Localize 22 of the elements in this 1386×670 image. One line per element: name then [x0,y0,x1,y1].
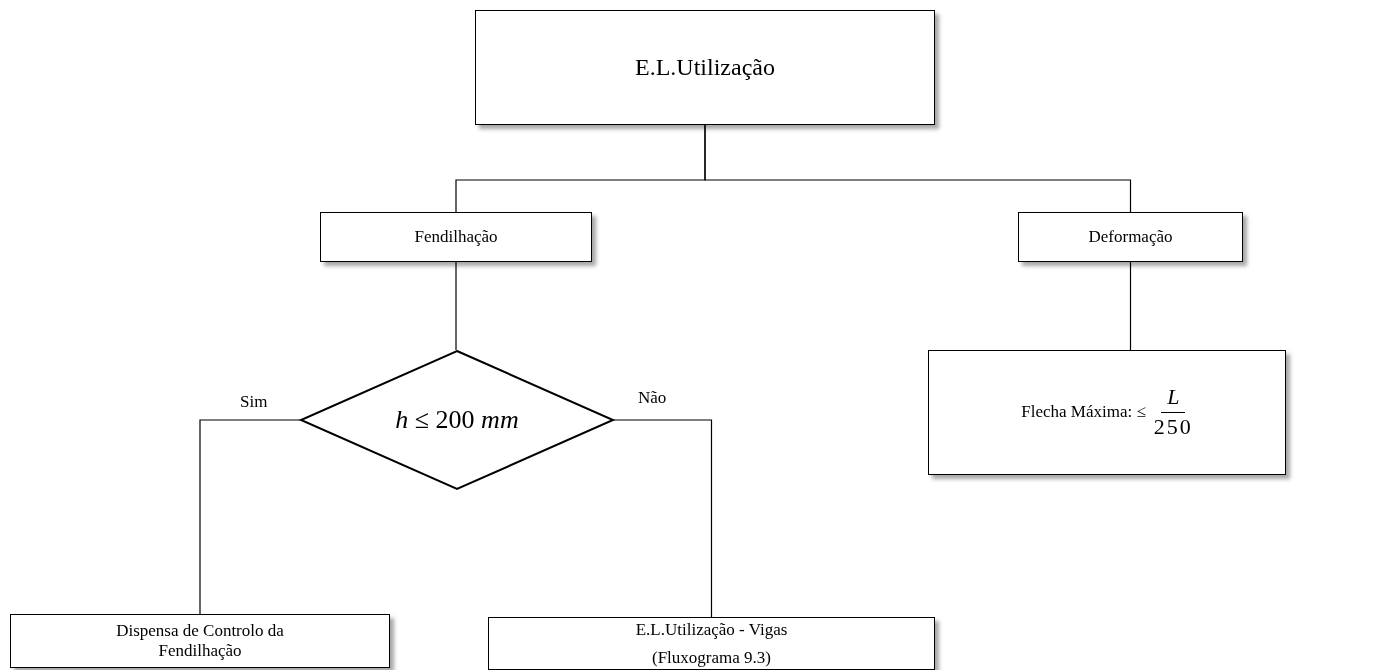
decision-diamond [300,350,614,490]
connector-line [704,124,1132,213]
process-box [10,614,390,668]
box-label: Fendilhação [413,227,499,247]
process-box [320,212,592,262]
box-label: Dispensa de Controlo da Fendilhação [115,621,285,661]
process-box [475,10,935,125]
fraction-denominator: 250 [1153,412,1193,441]
connector-line [455,261,457,351]
box-label: h ≤ 200 mm [394,405,520,435]
connector-line [1129,261,1132,351]
fraction-numerator: L [1161,383,1186,413]
connector-line [613,419,713,618]
box-label: E.L.Utilização [634,54,776,81]
process-box [1018,212,1243,262]
box-label: Flecha Máxima: ≤ [1021,402,1146,423]
connector-line [199,419,301,615]
box-label: E.L.Utilização - Vigas [634,619,789,640]
process-box [928,350,1286,475]
box-sublabel: (Fluxograma 9.3) [651,647,772,668]
box-label: Deformação [1087,227,1174,247]
process-box [488,617,935,670]
